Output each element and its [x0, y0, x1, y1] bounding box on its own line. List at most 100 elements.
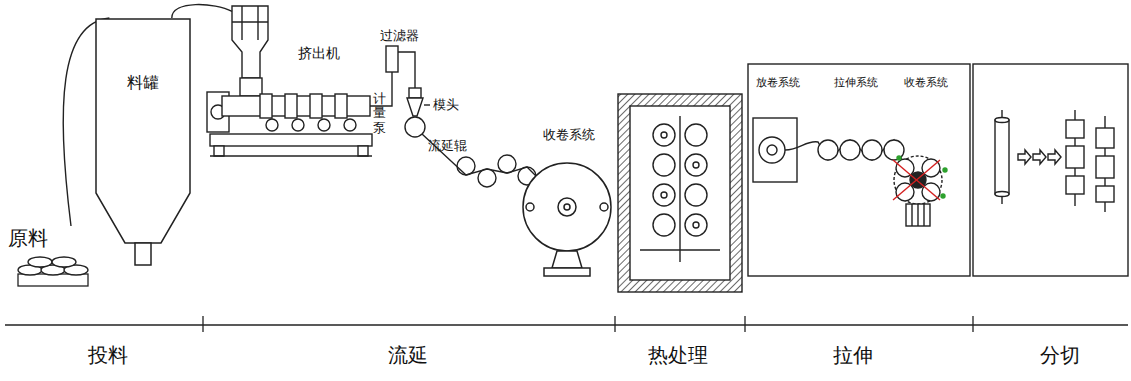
part-label: 拉伸系统 [834, 76, 878, 89]
slitting-unit-part [1066, 176, 1084, 194]
heat-treatment-oven-part [685, 184, 707, 206]
stretching-unit-part [911, 204, 912, 226]
winding-drum-part [564, 204, 570, 210]
stretching-unit-part [923, 204, 924, 226]
label-anchor: 计量泵 [373, 92, 386, 135]
winding-drum-part [558, 198, 576, 216]
extruder [207, 6, 372, 156]
stretching-unit-part [896, 183, 914, 201]
filter-and-pump-part [424, 104, 430, 105]
filter-and-pump-part [407, 98, 423, 116]
winding-drum-part [552, 251, 582, 268]
part-label: 过滤器 [380, 28, 419, 44]
heat-treatment-oven-part [640, 249, 720, 250]
stretching-unit-part [862, 140, 882, 160]
label-anchor: 收卷系统 [904, 76, 948, 89]
extruder-part [266, 119, 278, 131]
slitting-unit-part [995, 118, 1009, 123]
label-anchor: 流延辊 [428, 138, 467, 154]
extruder-part [318, 119, 330, 131]
stretching-unit-part [893, 160, 940, 200]
slitting-unit-part [1048, 150, 1061, 164]
slitting-unit-part [1096, 186, 1114, 202]
extruder-part [232, 6, 268, 78]
part-label: 计量泵 [373, 92, 386, 135]
extruder-part [241, 6, 242, 40]
extruder-part [210, 134, 372, 146]
heat-treatment-oven [618, 94, 742, 292]
node-label: 原料 [8, 226, 48, 250]
stretching-unit [748, 64, 970, 276]
extruder-part [335, 94, 347, 118]
part-label: 模头 [433, 97, 459, 113]
slitting-unit-part [1096, 156, 1114, 178]
stretching-unit-part [897, 156, 901, 160]
winding-drum [523, 163, 611, 276]
label-anchor: 分切 [1040, 343, 1080, 367]
feed-pipe [172, 5, 232, 18]
label-anchor: 放卷系统 [756, 76, 800, 89]
raw-material-pile-part [18, 274, 88, 286]
stretching-unit-part [894, 156, 942, 204]
tank-outline [95, 18, 191, 268]
extruder-part [292, 119, 304, 131]
part-label: 放卷系统 [756, 76, 800, 89]
timeline-part [744, 316, 745, 332]
slitting-unit-part [1066, 120, 1084, 138]
stage-label: 热处理 [648, 343, 708, 367]
heat-treatment-oven-part [653, 214, 675, 236]
stretching-unit-part [818, 140, 838, 160]
extruder-part [232, 21, 268, 22]
heat-treatment-oven-part [630, 106, 730, 280]
part-label: 流延辊 [428, 138, 467, 154]
casting-rolls [405, 117, 536, 203]
stage-label: 拉伸 [833, 343, 873, 367]
tank-body [96, 19, 190, 243]
heat-treatment-oven-part [679, 116, 680, 262]
tank-outlet [135, 243, 151, 265]
heat-treatment-oven-part [661, 132, 667, 138]
heat-treatment-oven-part [693, 222, 699, 228]
filter-and-pump-part [398, 52, 415, 88]
storage-tank: 料罐 [95, 18, 191, 268]
label-anchor: 投料 [88, 343, 128, 367]
heat-treatment-oven-part [685, 154, 707, 176]
heat-treatment-oven-part [661, 192, 667, 198]
stretching-unit-part [884, 140, 904, 160]
casting-rolls-part [457, 157, 475, 175]
raw-material-pile-part [28, 257, 52, 267]
stage-label: 分切 [1040, 343, 1080, 367]
casting-rolls-part [422, 134, 536, 203]
extruder-part [344, 119, 356, 131]
stretching-unit-part [767, 145, 777, 155]
label-anchor: 拉伸 [833, 343, 873, 367]
heat-treatment-oven-part [685, 124, 707, 146]
stretching-unit-part [941, 194, 945, 198]
winding-drum-part [523, 163, 611, 251]
extruder-part [210, 155, 372, 156]
part-label: 收卷系统 [543, 127, 595, 143]
extruder-part [310, 94, 322, 118]
node-label: 料罐 [127, 73, 159, 92]
filter-and-pump-part [386, 46, 398, 72]
stretching-unit-part [906, 204, 930, 226]
stretching-unit-part [896, 159, 914, 177]
label-anchor: 拉伸系统 [834, 76, 878, 89]
timeline-part [614, 316, 615, 332]
filter-and-pump-part [409, 88, 421, 98]
slitting-unit-part [1096, 128, 1114, 148]
part-label: 收卷系统 [904, 76, 948, 89]
heat-treatment-oven-part [653, 154, 675, 176]
label-anchor: 流延 [388, 343, 428, 367]
node-label: 挤出机 [298, 45, 340, 62]
raw-material: 原料 [5, 226, 93, 288]
winding-drum-part [600, 203, 608, 211]
heat-treatment-oven-part [653, 184, 675, 206]
raw-material-pile-part [52, 257, 76, 267]
slitting-unit [973, 64, 1128, 276]
timeline-part [202, 316, 203, 332]
stretching-unit-part [943, 168, 947, 172]
stretching-unit-part [893, 160, 940, 200]
extruder-part [285, 94, 297, 118]
